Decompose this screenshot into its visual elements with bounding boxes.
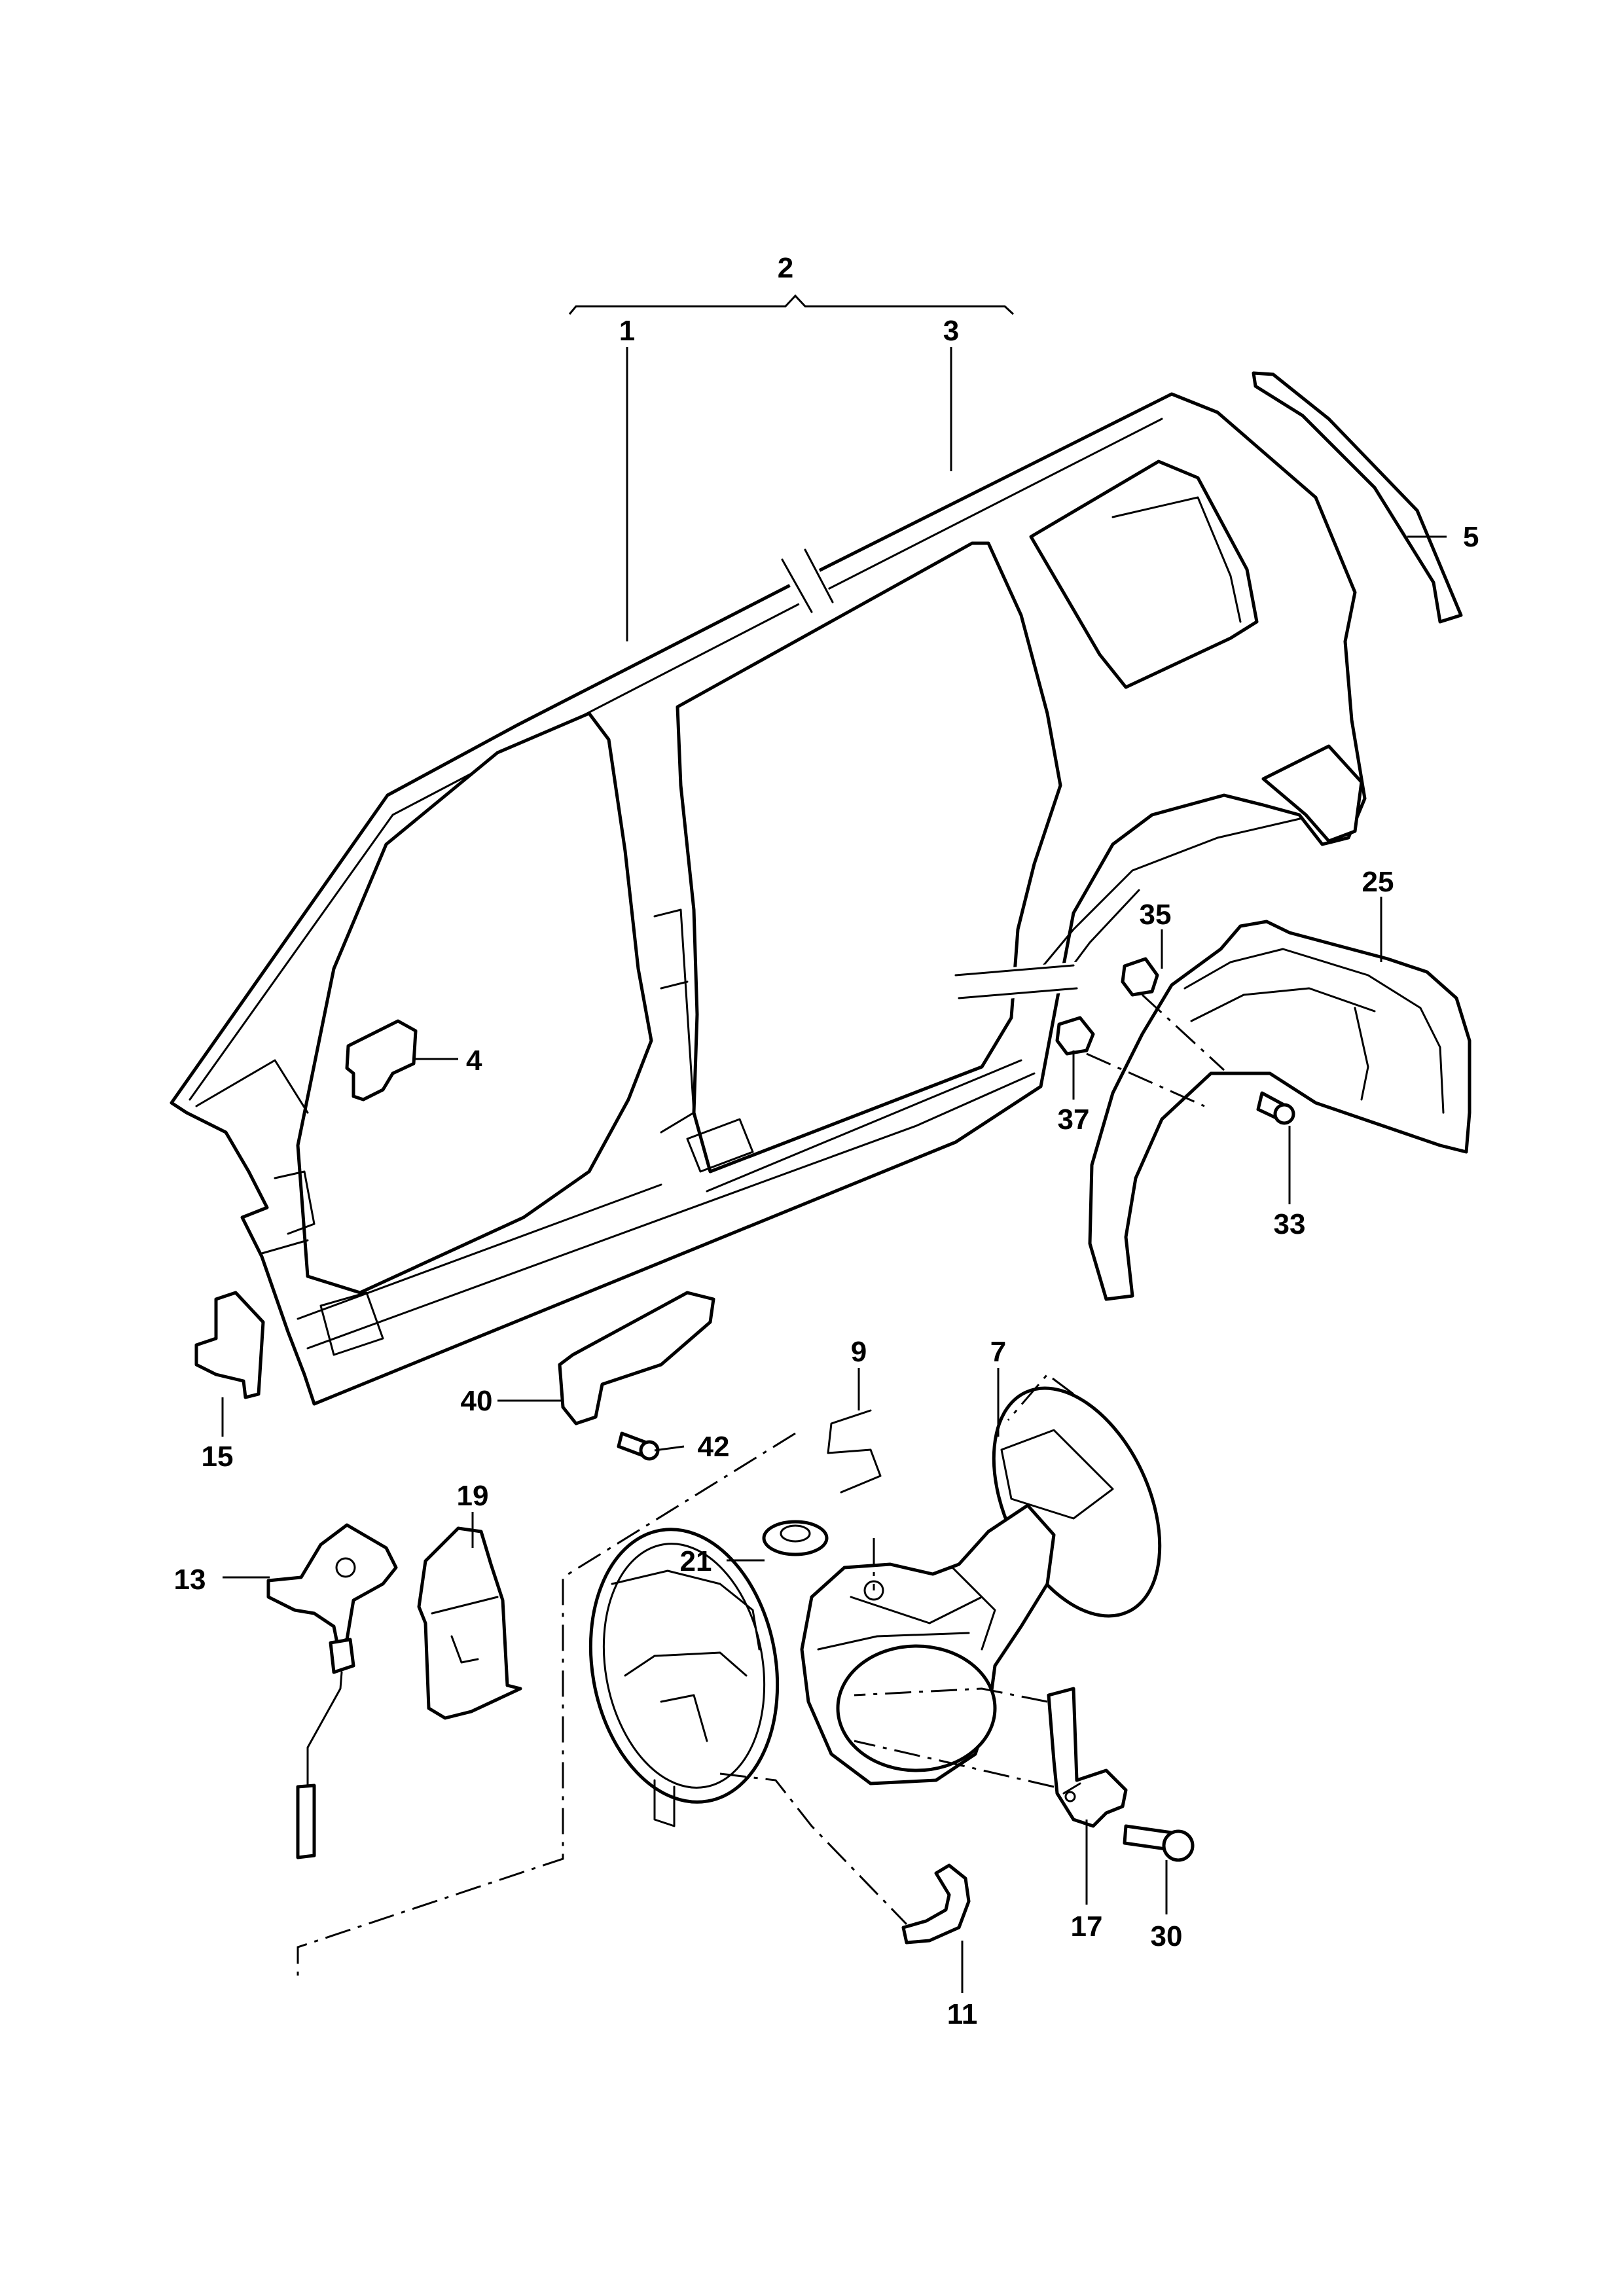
bracket-part-40 [558, 1291, 715, 1426]
screw-42 [617, 1431, 660, 1461]
fuel-filler-housing [800, 1503, 1056, 1785]
clip-35 [1121, 957, 1159, 997]
callout-2: 2 [778, 252, 793, 284]
callout-25: 25 [1362, 866, 1394, 898]
grommet-21 [762, 1520, 829, 1556]
callout-13: 13 [174, 1564, 206, 1596]
assembly-line [1007, 1372, 1074, 1421]
callout-30: 30 [1151, 1920, 1183, 1952]
callout-21: 21 [680, 1545, 712, 1577]
callout-9: 9 [851, 1336, 867, 1368]
spring-clip-9 [827, 1409, 882, 1494]
drain-hose-11 [901, 1863, 971, 1945]
actuator-part-13 [266, 1523, 398, 1859]
assembly-line [1086, 1052, 1205, 1107]
group-bracket [568, 294, 1015, 315]
assembly-line [854, 1687, 1048, 1703]
callout-15: 15 [202, 1441, 234, 1473]
roof-trim-strip [1252, 371, 1463, 624]
assembly-line [719, 1772, 908, 1926]
callout-33: 33 [1274, 1208, 1306, 1240]
bracket-part-15 [194, 1291, 265, 1399]
callout-40: 40 [461, 1385, 493, 1417]
callout-17: 17 [1071, 1910, 1103, 1943]
leader-lines [221, 347, 1447, 1993]
callout-5: 5 [1463, 521, 1479, 553]
wheel-housing-liner [1088, 920, 1471, 1301]
callout-3: 3 [943, 315, 959, 347]
assembly-line [1141, 994, 1225, 1071]
callout-35: 35 [1140, 899, 1172, 931]
clip-37 [1055, 1016, 1095, 1056]
bracket-part-17 [1047, 1687, 1128, 1828]
callout-42: 42 [698, 1431, 730, 1463]
assembly-line [297, 1432, 796, 1977]
callout-11: 11 [947, 1998, 978, 2030]
callout-1: 1 [619, 315, 635, 347]
callout-37: 37 [1058, 1103, 1090, 1136]
screw-30 [1123, 1824, 1195, 1862]
callout-19: 19 [457, 1480, 489, 1512]
callout-7: 7 [990, 1336, 1006, 1368]
screw-33 [1256, 1091, 1295, 1125]
side-panel [170, 392, 1367, 1406]
fuel-flap-outer [588, 1528, 780, 1827]
bracket-part-4 [345, 1019, 418, 1102]
shield-part-19 [417, 1526, 522, 1720]
callout-4: 4 [466, 1045, 482, 1077]
